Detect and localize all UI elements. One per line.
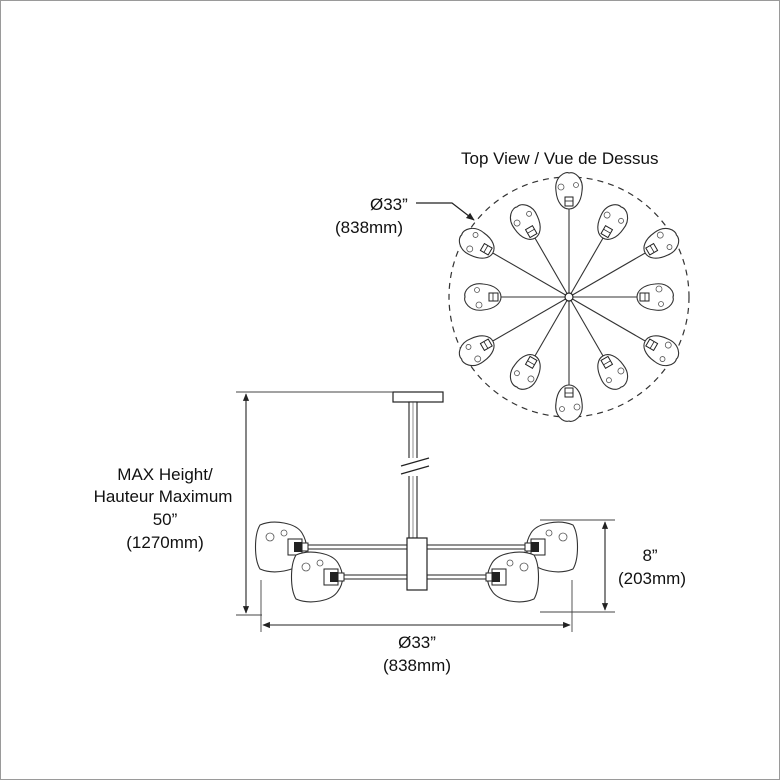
top-view-diameter-leader xyxy=(416,202,475,221)
top-view-shade xyxy=(458,335,495,367)
shade-height-mm: (203mm) xyxy=(617,569,686,588)
top-view-hub xyxy=(564,292,574,302)
top-view-shade xyxy=(464,283,502,311)
side-view-shade xyxy=(290,551,345,603)
top-view-shade xyxy=(555,384,583,422)
max-height-label-line2: Hauteur Maximum xyxy=(93,487,233,506)
side-view-shade xyxy=(485,551,540,603)
top-view-diameter-label: Ø33” xyxy=(370,195,408,214)
top-view-shade xyxy=(555,172,583,210)
max-height-mm: (1270mm) xyxy=(126,533,204,552)
side-view-shades xyxy=(254,521,579,603)
side-view-shade xyxy=(524,521,579,573)
max-height-label-line1: MAX Height/ xyxy=(117,465,213,484)
top-view-shade xyxy=(597,354,629,390)
width-mm: (838mm) xyxy=(382,656,451,675)
top-view-drawing xyxy=(416,172,690,422)
width-value: Ø33” xyxy=(398,633,436,652)
shade-height-value: 8” xyxy=(642,546,658,565)
top-view-title: Top View / Vue de Dessus xyxy=(461,149,659,168)
max-height-value: 50” xyxy=(152,510,178,529)
top-view-shade xyxy=(597,204,629,240)
top-view-diameter-mm-label: (838mm) xyxy=(335,218,404,237)
top-view-shade xyxy=(458,227,495,259)
side-view-drawing xyxy=(236,391,615,632)
top-view-shade xyxy=(643,227,680,259)
top-view-shade xyxy=(643,335,680,367)
top-view-spokes xyxy=(458,172,680,422)
top-view-shade xyxy=(509,204,541,240)
center-body xyxy=(406,537,428,591)
stem-break-mark xyxy=(400,457,430,467)
top-view-shade xyxy=(636,283,674,311)
top-view-shade xyxy=(509,354,541,390)
canopy xyxy=(392,391,444,403)
